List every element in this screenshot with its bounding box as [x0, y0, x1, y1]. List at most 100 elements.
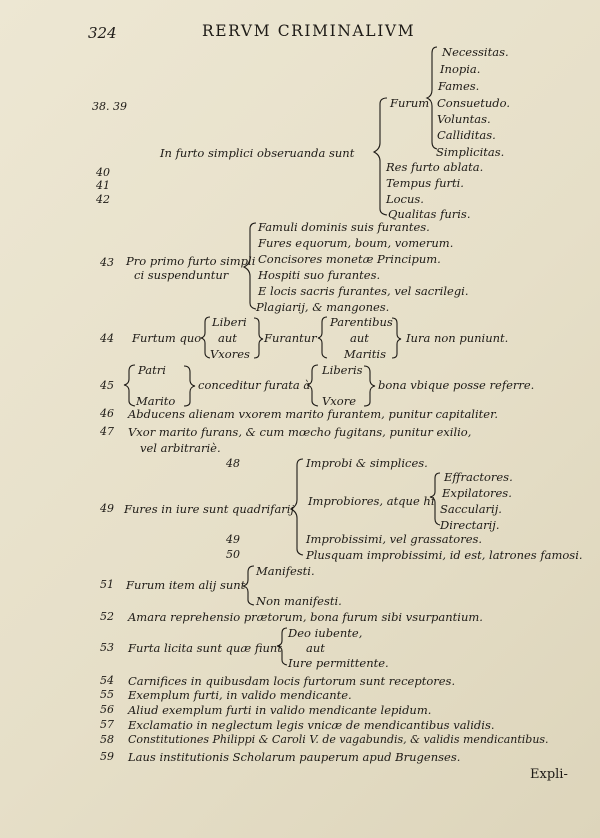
aut: aut	[306, 641, 325, 655]
brace	[289, 458, 304, 556]
sub-item: Effractores.	[444, 470, 513, 484]
furum-item: Voluntas.	[437, 112, 491, 126]
sub-item: Directarij.	[440, 518, 500, 532]
section2-item: Plagiarij, & mangones.	[256, 300, 390, 314]
liberis: Liberis	[322, 363, 363, 377]
section2-lead-cont: ci suspenduntur	[134, 268, 229, 282]
furum-item: Fames.	[438, 79, 480, 93]
non-manifesti: Non manifesti.	[256, 594, 342, 608]
line-58: Constitutiones Philippi & Caroli V. de v…	[128, 733, 549, 746]
brace	[363, 365, 376, 407]
line-52: Amara reprehensio prætorum, bona furum s…	[128, 610, 483, 624]
brace	[123, 364, 136, 407]
margin-number: 49	[226, 533, 240, 546]
section1-item: Qualitas furis.	[388, 207, 471, 221]
line-47-cont: vel arbitrariè.	[140, 441, 221, 455]
margin-number: 49	[100, 502, 114, 515]
page-number: 324	[88, 24, 117, 42]
furum-label: Furum	[390, 96, 430, 110]
manifesti: Manifesti.	[256, 564, 315, 578]
margin-number: 48	[226, 457, 240, 470]
section2-item: E locis sacris furantes, vel sacrilegi.	[258, 284, 469, 298]
section1-item: Locus.	[386, 192, 424, 206]
section2-item: Fures equorum, boum, vomerum.	[258, 236, 454, 250]
aut: aut	[218, 331, 237, 345]
brace	[429, 472, 441, 526]
furum-item: Inopia.	[440, 62, 481, 76]
line-55: Exemplum furti, in valido mendicante.	[128, 688, 352, 702]
margin-number: 51	[100, 578, 114, 591]
brace	[372, 97, 388, 216]
patri: Patri	[138, 363, 166, 377]
catchword: Expli-	[530, 767, 568, 782]
line-59: Laus institutionis Scholarum pauperum ap…	[128, 750, 461, 764]
margin-number: 50	[226, 548, 240, 561]
section2-lead: Pro primo furto simpli	[126, 254, 256, 268]
margin-number: 47	[100, 425, 114, 438]
margin-number: 56	[100, 703, 114, 716]
section6-lead: Furum item alij sunt	[126, 578, 246, 592]
margin-number: 59	[100, 750, 114, 763]
section3-lead: Furtum quo	[132, 331, 202, 345]
line-47: Vxor marito furans, & cum mœcho fugitans…	[128, 425, 472, 439]
margin-number: 42	[96, 193, 110, 206]
improbissimi: Improbissimi, vel grassatores.	[306, 532, 483, 546]
margin-number: 40	[96, 166, 110, 179]
vxore: Vxore	[322, 394, 357, 408]
running-title: RERVM CRIMINALIVM	[202, 22, 416, 40]
sub-item: Expilatores.	[442, 486, 512, 500]
section1-item: Res furto ablata.	[386, 160, 484, 174]
margin-number: 44	[100, 332, 114, 345]
margin-number: 41	[96, 179, 110, 192]
iure-permittente: Iure permittente.	[288, 656, 389, 670]
brace	[253, 317, 264, 359]
brace	[306, 364, 319, 407]
margin-number: 55	[100, 688, 114, 701]
margin-number: 38. 39	[92, 100, 127, 113]
margin-number: 54	[100, 674, 114, 687]
aut: aut	[350, 331, 369, 345]
brace	[242, 222, 257, 310]
brace	[317, 316, 328, 359]
line-46: Abducens alienam vxorem marito furantem,…	[128, 407, 498, 421]
line-54: Carnifices in quibusdam locis furtorum s…	[128, 674, 456, 688]
liberi: Liberi	[212, 315, 247, 329]
line-56: Aliud exemplum furti in valido mendicant…	[128, 703, 432, 717]
iura-non-puniunt: Iura non puniunt.	[406, 331, 509, 345]
conceditur: conceditur furata à	[198, 378, 311, 392]
section2-item: Famuli dominis suis furantes.	[258, 220, 430, 234]
brace	[183, 365, 196, 407]
margin-number: 53	[100, 641, 114, 654]
furum-item: Simplicitas.	[436, 145, 505, 159]
bona-referre: bona vbique posse referre.	[378, 378, 535, 392]
furantur: Furantur	[264, 331, 317, 345]
margin-number: 52	[100, 610, 114, 623]
improbi: Improbi & simplices.	[306, 456, 428, 470]
brace	[425, 46, 438, 150]
brace	[391, 317, 402, 359]
margin-number: 43	[100, 256, 114, 269]
section2-item: Hospiti suo furantes.	[258, 268, 381, 282]
section7-lead: Furta licita sunt quæ fiunt	[128, 641, 282, 655]
deo-iubente: Deo iubente,	[288, 626, 363, 640]
improbiores: Improbiores, atque hi	[308, 494, 435, 508]
line-57: Exclamatio in neglectum legis vnicæ de m…	[128, 718, 495, 732]
furum-item: Calliditas.	[437, 128, 496, 142]
marito: Marito	[136, 394, 176, 408]
vxores: Vxores	[210, 347, 250, 361]
section1-lead: In furto simplici obseruanda sunt	[160, 146, 355, 160]
section2-item: Concisores monetæ Principum.	[258, 252, 441, 266]
furum-item: Consuetudo.	[437, 96, 511, 110]
section5-lead: Fures in iure sunt quadrifarij	[124, 502, 295, 516]
margin-number: 45	[100, 379, 114, 392]
brace	[276, 627, 288, 666]
sub-item: Saccularij.	[440, 502, 502, 516]
plusquam: Plusquam improbissimi, id est, latrones …	[306, 548, 583, 562]
margin-number: 57	[100, 718, 114, 731]
parentibus: Parentibus	[330, 315, 393, 329]
margin-number: 58	[100, 733, 114, 746]
margin-number: 46	[100, 407, 114, 420]
furum-item: Necessitas.	[442, 45, 509, 59]
